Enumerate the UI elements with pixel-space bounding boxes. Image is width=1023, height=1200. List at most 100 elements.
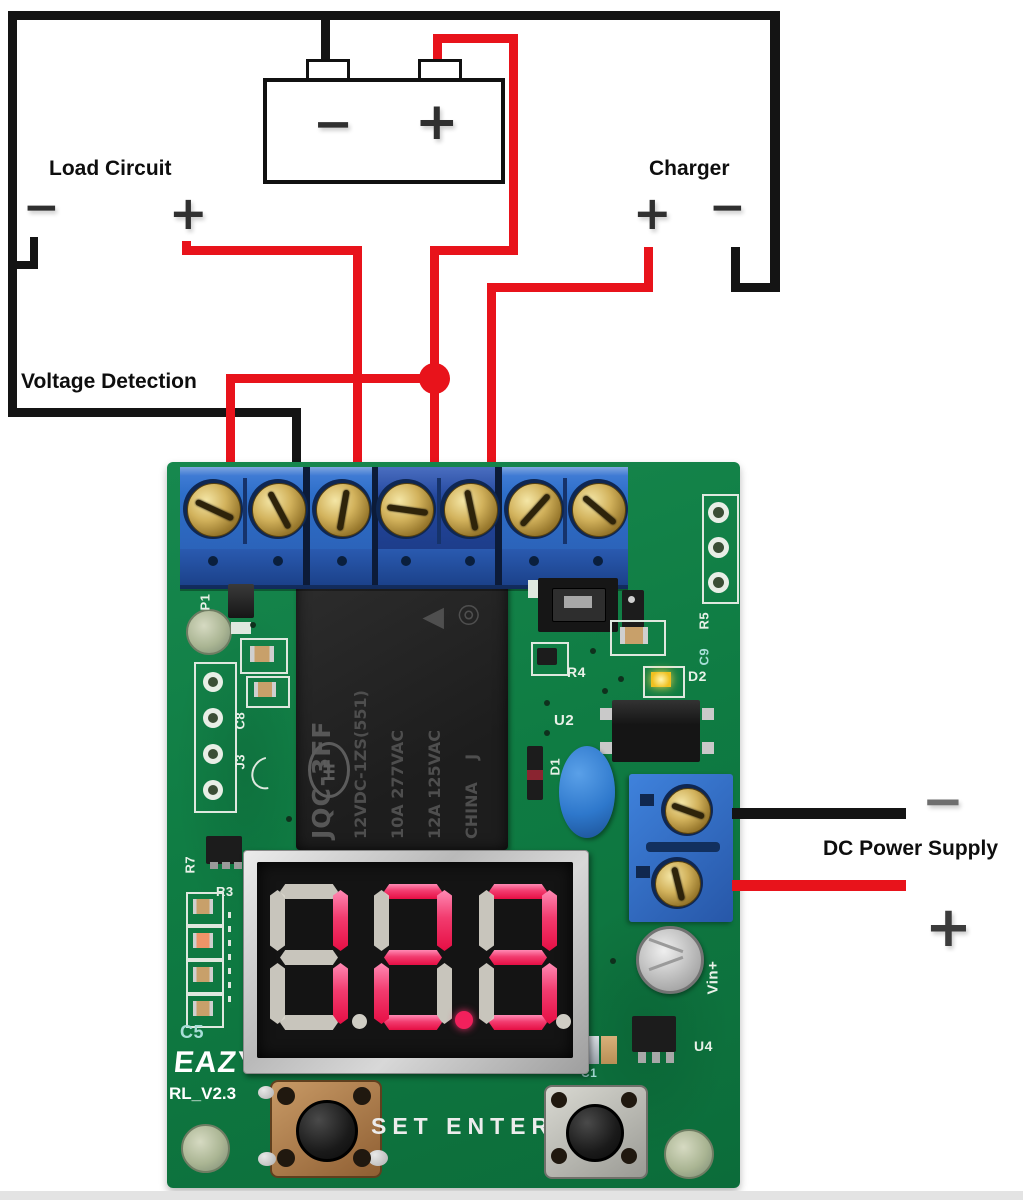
wire-battery-plus-right-vertical (509, 34, 518, 255)
bottom-border-strip (0, 1191, 1023, 1200)
display-digit-3-segment-c (542, 963, 557, 1024)
battery-symbol (263, 78, 505, 184)
r7-leg-2 (222, 862, 230, 869)
terminal-seam-2 (372, 467, 378, 585)
set-button-solder-3 (368, 1150, 388, 1166)
wire-charger-minus-hook (731, 247, 740, 292)
d2-led-glow (651, 672, 671, 687)
battery-plus-sign: + (415, 92, 459, 152)
wire-charger-plus-horizontal (487, 283, 653, 292)
resistor-col-2 (193, 933, 213, 948)
mount-hole-bottom-left (181, 1124, 230, 1173)
terminal-screw-5 (444, 483, 498, 537)
display-digit-2-segment-d (384, 1015, 442, 1030)
via-2 (602, 688, 608, 694)
wire-load-minus-hook-vertical (30, 237, 38, 268)
set-button-pin-4 (353, 1149, 371, 1167)
silk-ref-c8: C8 (232, 711, 248, 730)
dc-minus-sign: − (922, 772, 964, 830)
display-digit-3-segment-a (489, 884, 547, 899)
terminal-skirt-hole-1 (208, 556, 218, 566)
relay-line-coil: 12VDC-1ZS(551) (351, 690, 370, 839)
j3-hole-3-core (208, 749, 218, 759)
j3-hole-2-core (208, 713, 218, 723)
smd-resistor-1 (250, 646, 274, 662)
smd-box-2 (246, 676, 290, 708)
r7-transistor (206, 836, 242, 864)
wire-load-plus-horizontal (182, 246, 362, 255)
display-digit-1-segment-e (270, 963, 285, 1024)
display-digit-1-segment-f (270, 890, 285, 951)
j3-hole-1-core (208, 677, 218, 687)
wire-battery-plus-mid-horizontal (430, 246, 518, 255)
via-5 (250, 622, 256, 628)
terminal-screw-4 (380, 483, 434, 537)
wire-dc-positive (732, 880, 906, 891)
display-digit-2-segment-a (384, 884, 442, 899)
display-decimal-2 (455, 1011, 473, 1029)
charger-minus-sign: − (709, 182, 746, 233)
silk-ref-r7: R7 (182, 855, 198, 874)
r5-box (610, 620, 666, 656)
silk-ref-c5: C5 (180, 1022, 205, 1042)
silk-tick-column (228, 912, 231, 1008)
relay-line-rating1: 10A 277VAC (388, 729, 407, 839)
display-digit-2-segment-g (384, 950, 442, 965)
resistor-col-4 (193, 1001, 213, 1016)
dc-terminal-divider (646, 842, 720, 852)
display-digit-3 (479, 884, 557, 1030)
terminal-seam-3 (495, 467, 502, 585)
charger-plus-sign: + (633, 186, 672, 240)
wire-voltage-detection-red-down (226, 374, 235, 472)
aux-header-dot (628, 596, 635, 603)
jumper-pad-left (528, 580, 540, 598)
via-7 (544, 730, 550, 736)
terminal-skirt-hole-2 (273, 556, 283, 566)
silk-ref-r5: R5 (696, 611, 712, 630)
u4-transistor (632, 1016, 676, 1052)
jumper-cap-metal (564, 596, 592, 608)
mount-hole-top-left (186, 609, 232, 655)
dc-power-supply-label: DC Power Supply (823, 837, 999, 860)
wire-battery-plus-main-down (430, 246, 439, 472)
optocoupler-ic (612, 700, 700, 762)
terminal-skirt-hole-3 (337, 556, 347, 566)
display-digit-2-segment-e (374, 963, 389, 1024)
dc-terminal-screw-2 (655, 861, 701, 907)
terminal-seam-1 (303, 467, 310, 585)
resistor-col-box-2 (186, 926, 224, 960)
relay-body (296, 568, 508, 850)
smd-resistor-2 (254, 682, 276, 697)
display-digit-1-segment-g (280, 950, 338, 965)
enter-button-pin-4 (621, 1148, 637, 1164)
resistor-col-1 (193, 899, 213, 914)
relay-model-text: JQC-3FF (307, 720, 336, 839)
display-decimal-1 (352, 1014, 367, 1029)
display-digit-1-segment-c (333, 963, 348, 1024)
dc-terminal-notch-1 (640, 794, 654, 806)
enter-button-pin-3 (551, 1148, 567, 1164)
terminal-screw-1 (187, 483, 241, 537)
display-digit-2-segment-f (374, 890, 389, 951)
u4-leg-2 (652, 1052, 660, 1063)
display-digit-3-segment-f (479, 890, 494, 951)
silk-ref-r3: R3 (216, 884, 234, 899)
resistor-col-box-4 (186, 994, 224, 1028)
j3-hole-4-core (208, 785, 218, 795)
display-digit-2-segment-c (437, 963, 452, 1024)
wire-battery-plus-stub (433, 38, 442, 64)
wire-charger-plus-down (487, 283, 496, 472)
enter-button-plunger (566, 1104, 624, 1162)
load-circuit-label: Load Circuit (49, 157, 172, 180)
r4-chip (537, 648, 557, 665)
via-8 (286, 816, 292, 822)
enter-button-pin-1 (551, 1092, 567, 1108)
junction-dot (419, 363, 450, 394)
load-plus-sign: + (169, 186, 208, 240)
resistor-col-3 (193, 967, 213, 982)
resistor-col-box-1 (186, 892, 224, 926)
r4-box (531, 642, 569, 676)
terminal-strip-shadow (180, 585, 628, 591)
display-digit-3-segment-b (542, 890, 557, 951)
silk-ref-d1: D1 (547, 757, 563, 776)
